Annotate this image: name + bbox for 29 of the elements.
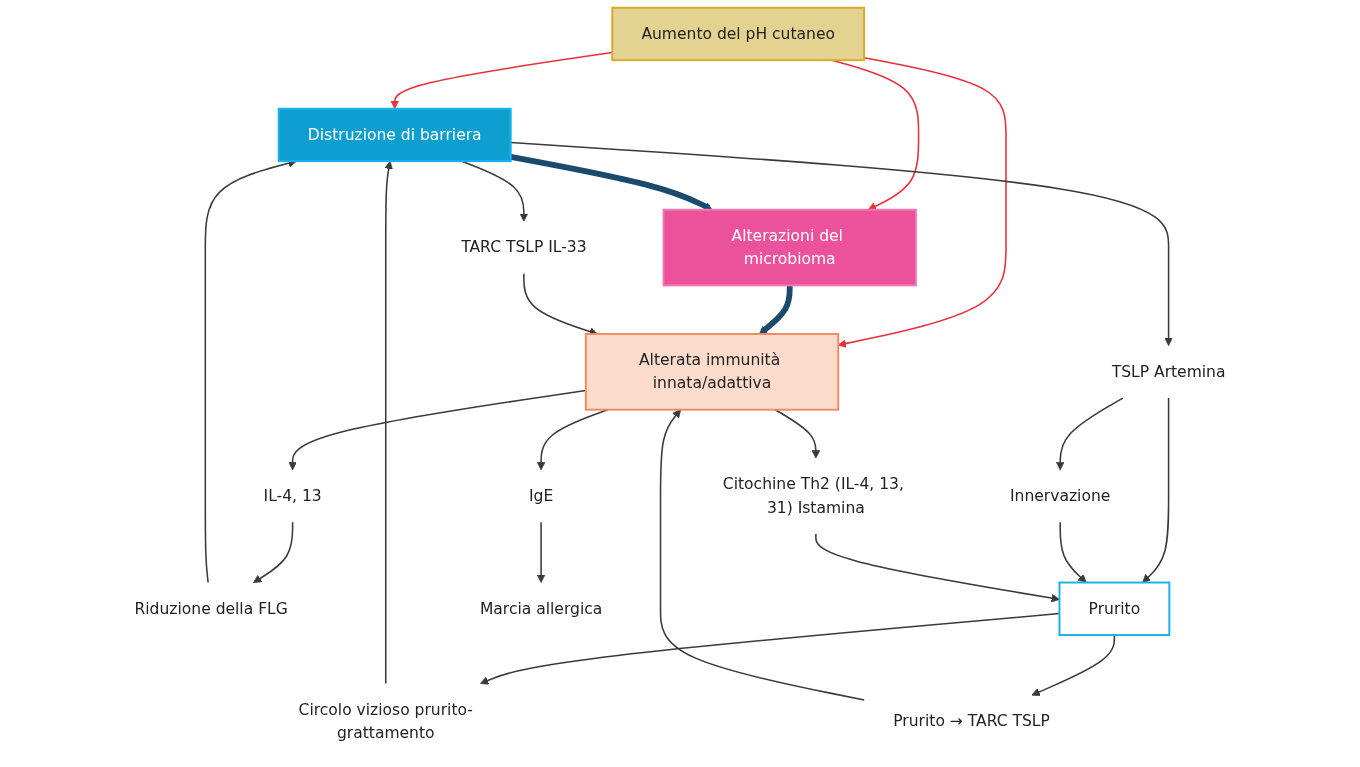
node-box: Prurito: [1058, 581, 1171, 636]
node-text: Citochine Th2 (IL-4, 13, 31) Istamina: [722, 474, 904, 517]
node-text: Innervazione: [1010, 486, 1111, 505]
arrow: [815, 533, 1060, 603]
node-box: Distruzione di barriera: [277, 107, 512, 163]
arrow: [774, 408, 821, 459]
arrow: [536, 521, 546, 583]
node-text: IL-4, 13: [263, 486, 322, 505]
arrow: [659, 409, 865, 701]
node-text: Riduzione della FLG: [134, 599, 288, 618]
arrow: [1031, 634, 1116, 696]
node-box: Alterazioni del microbioma: [662, 208, 917, 287]
arrow: [384, 160, 393, 685]
arrow: [1059, 521, 1087, 583]
node-text: TARC TSLP IL-33: [461, 237, 587, 257]
node-text: Marcia allergica: [479, 599, 603, 618]
node-text: IgE: [528, 486, 554, 505]
node-text: TSLP Artemina: [1111, 362, 1226, 381]
arrow: [509, 141, 1173, 346]
node-text: Prurito → TARC TSLP: [893, 711, 1050, 731]
arrow: [1142, 397, 1170, 583]
node-box: Alterata immunità innata/adattiva: [584, 333, 840, 411]
node-text: Circolo vizioso prurito-grattamento: [298, 700, 473, 742]
arrow: [461, 160, 529, 222]
arrow: [758, 285, 793, 335]
arrow: [510, 153, 713, 211]
arrow: [253, 521, 294, 583]
arrow: [1055, 397, 1124, 471]
node-box: Aumento del pH cutaneo: [611, 6, 866, 62]
